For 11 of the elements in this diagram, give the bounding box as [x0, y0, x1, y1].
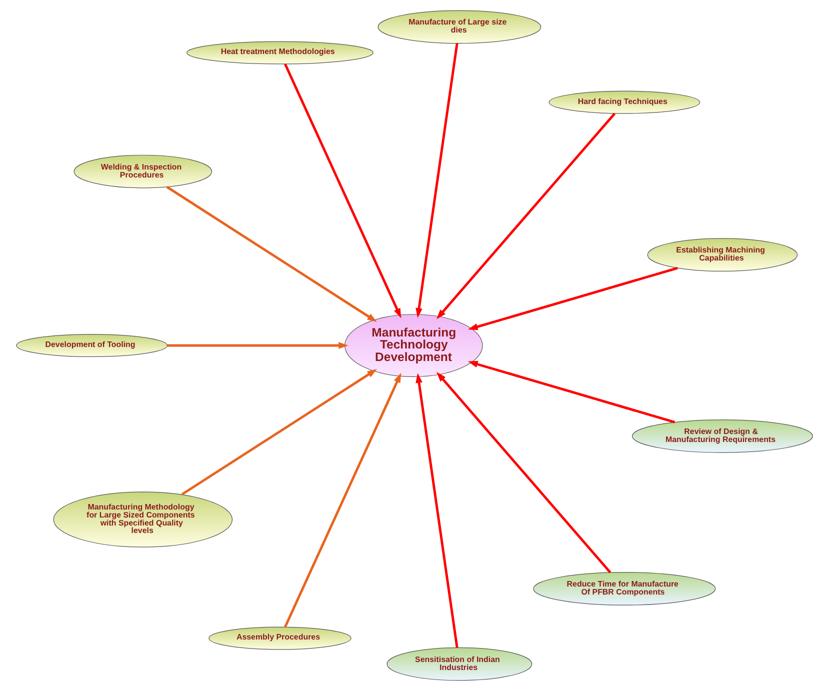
- arrow: [436, 112, 616, 320]
- arrow: [166, 342, 348, 349]
- arrow: [467, 360, 675, 424]
- arrow: [166, 186, 376, 322]
- arrow: [415, 373, 458, 648]
- arrow: [284, 372, 401, 628]
- arrow: [180, 369, 377, 496]
- arrow: [284, 64, 401, 318]
- arrow: [415, 43, 458, 318]
- arrow: [436, 372, 611, 574]
- arrow: [467, 266, 678, 330]
